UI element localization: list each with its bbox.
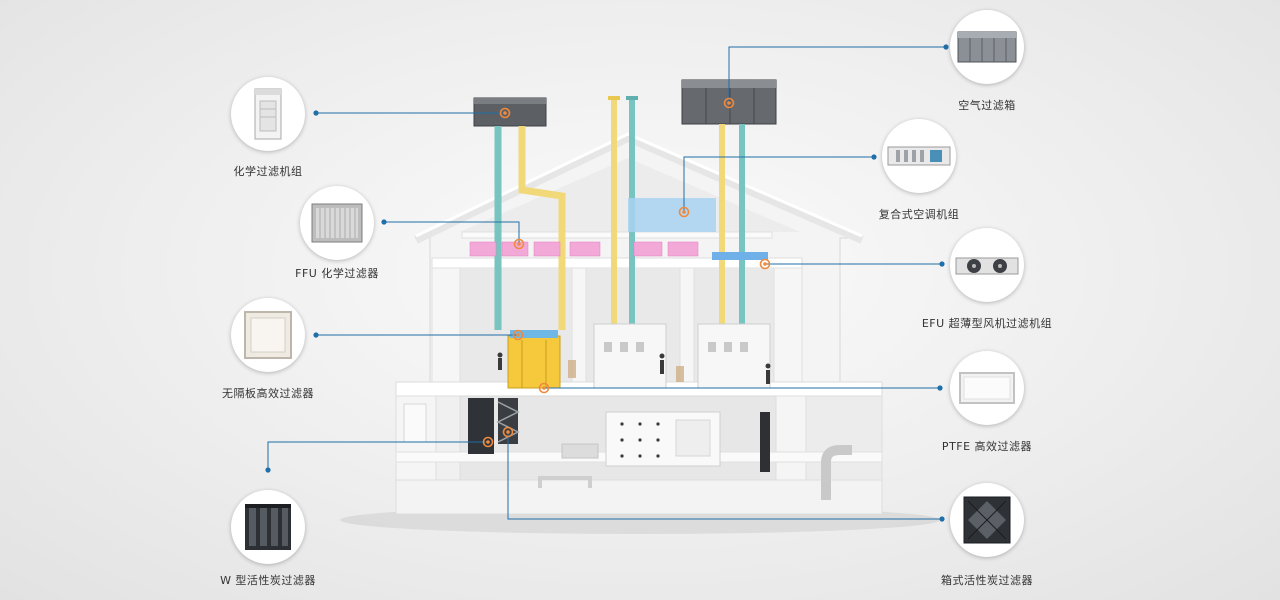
separatorless-hepa-filter-label: 无隔板高效过滤器 [222, 387, 314, 400]
w-type-carbon-filter-icon[interactable] [231, 490, 305, 564]
box-carbon-filter-label: 箱式活性炭过滤器 [941, 574, 1033, 587]
efu-ultrathin-fan-filter-label: EFU 超薄型风机过滤机组 [921, 317, 1053, 330]
chemical-filter-unit-icon[interactable] [231, 77, 305, 151]
w-type-carbon-filter-label: W 型活性炭过滤器 [220, 574, 316, 587]
air-filter-box-icon[interactable] [950, 10, 1024, 84]
ffu-chemical-filter-label: FFU 化学过滤器 [295, 267, 379, 280]
separatorless-hepa-filter-icon[interactable] [231, 298, 305, 372]
box-carbon-filter-icon[interactable] [950, 483, 1024, 557]
composite-ac-unit-label: 复合式空调机组 [878, 208, 960, 221]
air-filter-box-label: 空气过滤箱 [958, 99, 1016, 112]
ptfe-hepa-filter-label: PTFE 高效过滤器 [941, 440, 1033, 453]
ffu-chemical-filter-icon[interactable] [300, 186, 374, 260]
efu-ultrathin-fan-filter-icon[interactable] [950, 228, 1024, 302]
chemical-filter-unit-label: 化学过滤机组 [233, 165, 303, 178]
composite-ac-unit-icon[interactable] [882, 119, 956, 193]
ptfe-hepa-filter-icon[interactable] [950, 351, 1024, 425]
